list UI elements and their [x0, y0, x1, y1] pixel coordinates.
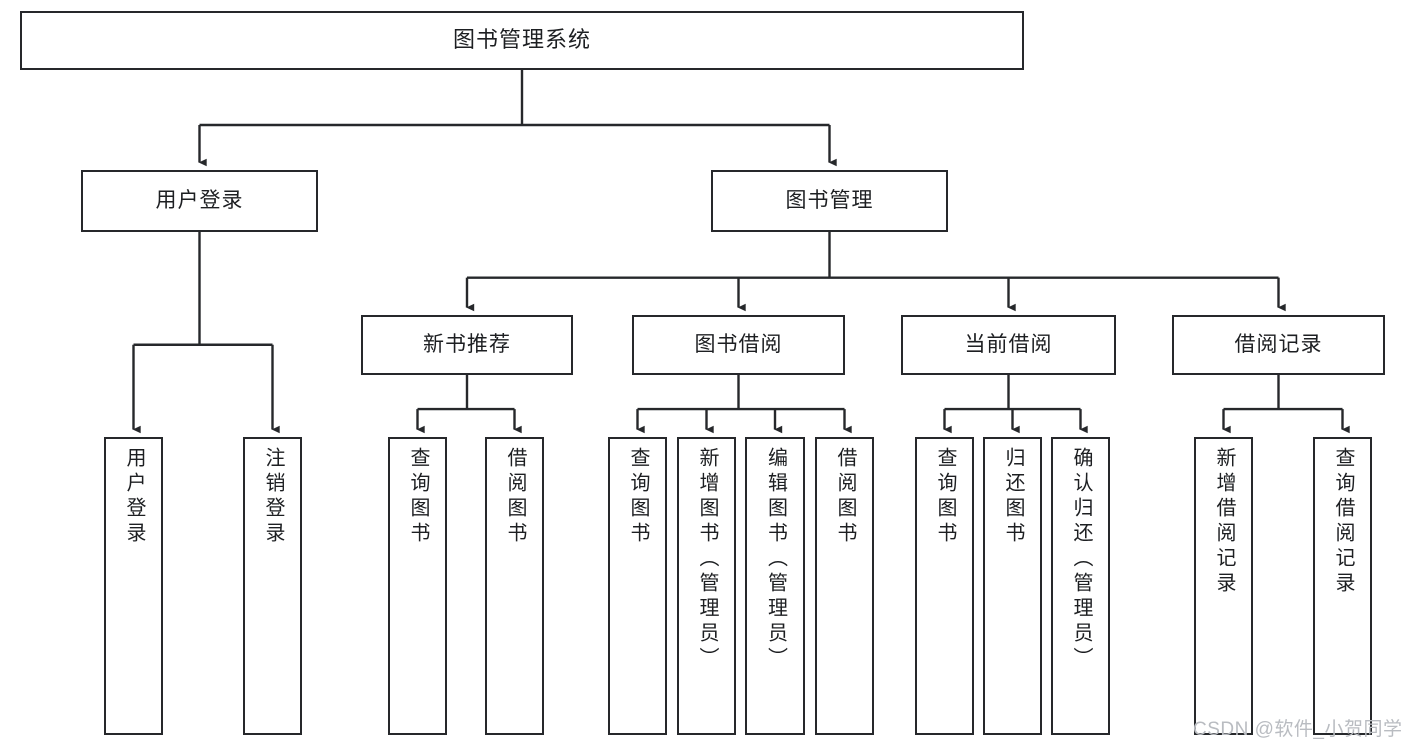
node-leaf-user-login[interactable]: 用户登录 [104, 437, 163, 735]
node-label-leaf-cb-query: 查询图书 [934, 447, 956, 547]
node-label-leaf-logout: 注销登录 [262, 447, 284, 547]
node-label-leaf-bb-borrow: 借阅图书 [834, 447, 856, 547]
node-label-leaf-br-query: 查询借阅记录 [1332, 447, 1354, 597]
node-label-leaf-br-add: 新增借阅记录 [1213, 447, 1235, 597]
node-label-book-borrow: 图书借阅 [694, 333, 783, 357]
node-label-current-borrow: 当前借阅 [964, 333, 1053, 357]
node-label-leaf-rec-query: 查询图书 [407, 447, 429, 547]
node-leaf-bb-borrow[interactable]: 借阅图书 [815, 437, 874, 735]
node-current-borrow[interactable]: 当前借阅 [901, 315, 1116, 375]
node-label-new-book-rec: 新书推荐 [423, 333, 511, 357]
node-root[interactable]: 图书管理系统 [20, 11, 1024, 70]
node-label-user-login: 用户登录 [155, 189, 244, 213]
node-label-leaf-user-login: 用户登录 [123, 447, 145, 547]
node-leaf-logout[interactable]: 注销登录 [243, 437, 302, 735]
node-leaf-bb-query[interactable]: 查询图书 [608, 437, 667, 735]
node-leaf-bb-add[interactable]: 新增图书（管理员） [677, 437, 736, 735]
node-label-leaf-cb-confirm: 确认归还（管理员） [1070, 447, 1092, 672]
node-leaf-bb-edit[interactable]: 编辑图书（管理员） [745, 437, 805, 735]
node-leaf-br-add[interactable]: 新增借阅记录 [1194, 437, 1253, 735]
node-leaf-rec-query[interactable]: 查询图书 [388, 437, 447, 735]
node-leaf-cb-query[interactable]: 查询图书 [915, 437, 974, 735]
node-book-borrow[interactable]: 图书借阅 [632, 315, 845, 375]
node-label-leaf-bb-query: 查询图书 [627, 447, 649, 547]
node-new-book-rec[interactable]: 新书推荐 [361, 315, 573, 375]
node-label-borrow-record: 借阅记录 [1234, 333, 1323, 357]
node-leaf-cb-return[interactable]: 归还图书 [983, 437, 1042, 735]
node-label-book-manage: 图书管理 [785, 189, 874, 213]
node-borrow-record[interactable]: 借阅记录 [1172, 315, 1385, 375]
node-label-leaf-bb-edit: 编辑图书（管理员） [764, 447, 787, 672]
node-leaf-cb-confirm[interactable]: 确认归还（管理员） [1051, 437, 1110, 735]
node-label-leaf-rec-borrow: 借阅图书 [504, 447, 526, 547]
node-label-leaf-bb-add: 新增图书（管理员） [696, 447, 718, 672]
node-leaf-rec-borrow[interactable]: 借阅图书 [485, 437, 544, 735]
node-label-root: 图书管理系统 [452, 27, 591, 53]
node-label-leaf-cb-return: 归还图书 [1002, 447, 1024, 547]
node-book-manage[interactable]: 图书管理 [711, 170, 948, 232]
node-user-login[interactable]: 用户登录 [81, 170, 318, 232]
node-leaf-br-query[interactable]: 查询借阅记录 [1313, 437, 1372, 735]
